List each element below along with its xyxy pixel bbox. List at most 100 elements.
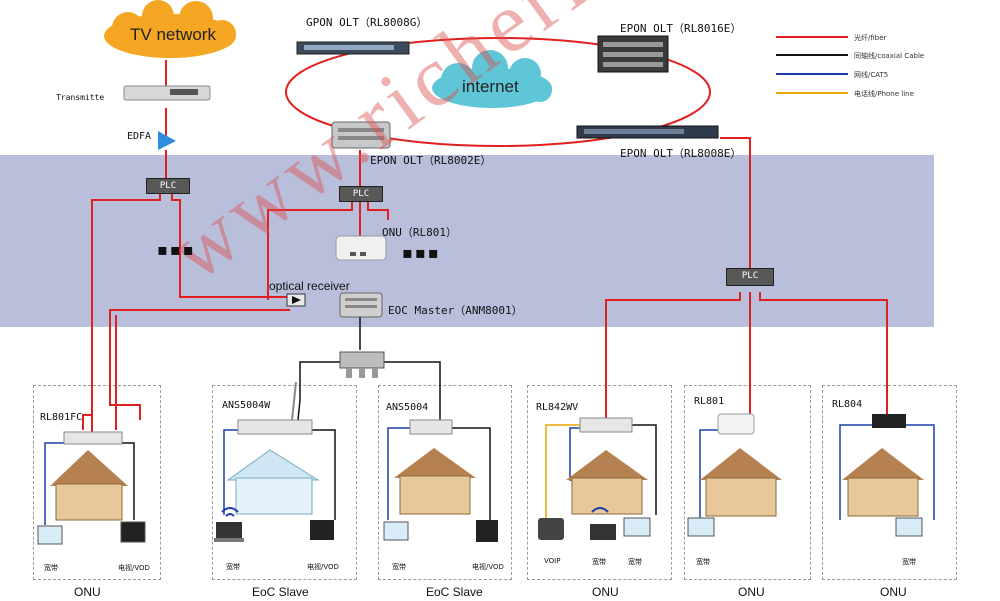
subscriber-box-6 — [822, 385, 957, 580]
subscriber-box-2 — [212, 385, 357, 580]
ans5004-device-icon — [409, 419, 453, 435]
house-icon — [394, 448, 476, 515]
fiber-line — [759, 292, 888, 414]
pc-icon — [623, 517, 651, 537]
phone-icon — [538, 518, 564, 540]
edfa-label: EDFA — [127, 131, 152, 142]
box1-terminal-label: 电视/VOD — [118, 564, 150, 572]
house-outline-icon — [226, 449, 320, 515]
house-icon — [566, 450, 648, 515]
pc-icon — [37, 525, 63, 545]
edfa-icon — [158, 131, 176, 150]
subscriber-box-1 — [33, 385, 161, 580]
transmitter-icon — [123, 85, 211, 101]
tv-cloud-icon — [104, 0, 236, 58]
epon-8002e-icon — [331, 121, 391, 149]
rl801fc-device-icon — [63, 431, 123, 445]
ans5004w-device-icon — [237, 381, 313, 435]
box4-terminal-label: VOIP — [544, 557, 561, 565]
wifi-icon — [591, 507, 609, 513]
pc-icon — [687, 517, 715, 537]
box1-model-label: RL801FC — [40, 412, 83, 423]
more-ellipsis: ▪▪▪ — [402, 243, 441, 262]
box1-terminal-label: 宽带 — [44, 564, 58, 572]
eoc-master-icon — [339, 292, 383, 318]
box1-caption: ONU — [74, 585, 101, 599]
optical-receiver-label: optical receiver — [269, 279, 350, 293]
fiber-ring — [285, 37, 711, 147]
cat5-line — [839, 424, 874, 520]
rl804-device-icon — [872, 414, 906, 428]
box4-model-label: RL842WV — [536, 402, 579, 413]
coax-line — [450, 427, 491, 520]
gpon-olt-label: GPON OLT（RL8008G） — [306, 16, 428, 29]
optical-receiver-icon — [286, 293, 306, 307]
box2-caption: EoC Slave — [252, 585, 309, 599]
box5-caption: ONU — [738, 585, 765, 599]
coax-line — [380, 361, 441, 420]
house-icon — [842, 448, 924, 517]
box3-model-label: ANS5004 — [386, 402, 429, 413]
subscriber-box-4 — [527, 385, 672, 580]
fiber-line — [367, 200, 389, 220]
fiber-line — [171, 192, 290, 298]
legend-coax-label: 同轴线/coaxial Cable — [854, 52, 925, 60]
house-icon — [50, 450, 128, 521]
fiber-line — [720, 137, 751, 268]
cat5-line — [223, 429, 240, 515]
box2-terminal-label: 电视/VOD — [307, 563, 339, 571]
cat5-line — [699, 429, 720, 520]
house-icon — [700, 448, 782, 517]
epon-8008e-icon — [576, 125, 719, 139]
subscriber-box-3 — [378, 385, 512, 580]
coax-line — [120, 442, 135, 520]
more-ellipsis: ▪▪▪ — [157, 240, 196, 259]
wifi-icon — [221, 507, 239, 517]
epon-8008e-label: EPON OLT（RL8008E） — [620, 147, 742, 160]
legend-cat5-label: 网线/CAT5 — [854, 71, 889, 79]
box2-model-label: ANS5004W — [222, 400, 271, 411]
fiber-line — [91, 192, 161, 432]
box6-caption: ONU — [880, 585, 907, 599]
onu-rl801-label: ONU（RL801） — [382, 226, 457, 239]
pc-icon — [383, 521, 409, 541]
fiber-line — [267, 200, 353, 300]
internet-label: internet — [462, 77, 519, 96]
tv-network-label: TV network — [130, 25, 216, 44]
box3-caption: EoC Slave — [426, 585, 483, 599]
cat5-line — [904, 424, 935, 520]
plc-splitter-left: PLC — [146, 178, 190, 194]
rl842wv-device-icon — [579, 417, 633, 433]
box4-caption: ONU — [592, 585, 619, 599]
splitter-icon — [339, 351, 385, 378]
box6-terminal-label: 宽带 — [902, 558, 916, 566]
epon-8016e-icon — [597, 35, 669, 73]
plc-splitter-right: PLC — [726, 268, 774, 286]
laptop-icon — [214, 522, 244, 542]
coax-line — [297, 361, 340, 421]
fiber-line — [109, 309, 290, 420]
epon-8016e-label: EPON OLT（RL8016E） — [620, 22, 742, 35]
transmitte-label: Transmitte — [56, 93, 105, 102]
plc-splitter-center: PLC — [339, 186, 383, 202]
internet-cloud-icon — [432, 50, 552, 108]
box5-terminal-label: 宽带 — [696, 558, 710, 566]
box2-terminal-label: 宽带 — [226, 563, 240, 571]
tv-icon — [476, 520, 498, 542]
box3-terminal-label: 宽带 — [392, 563, 406, 571]
onu-rl801-icon — [335, 235, 387, 261]
fiber-line — [605, 292, 741, 420]
legend-fiber-label: 光纤/fiber — [854, 34, 887, 42]
fiber-line — [82, 414, 92, 430]
cat5-line — [387, 427, 410, 520]
box6-model-label: RL804 — [832, 399, 863, 410]
subscriber-box-5 — [684, 385, 811, 580]
box4-terminal-label: 宽带 — [592, 558, 606, 566]
gpon-olt-icon — [296, 41, 410, 55]
laptop-icon — [590, 524, 616, 540]
phone-line — [545, 424, 582, 520]
box4-terminal-label: 宽带 — [628, 558, 642, 566]
eoc-master-label: EOC Master（ANM8001） — [388, 304, 523, 317]
box5-model-label: RL801 — [694, 396, 725, 407]
